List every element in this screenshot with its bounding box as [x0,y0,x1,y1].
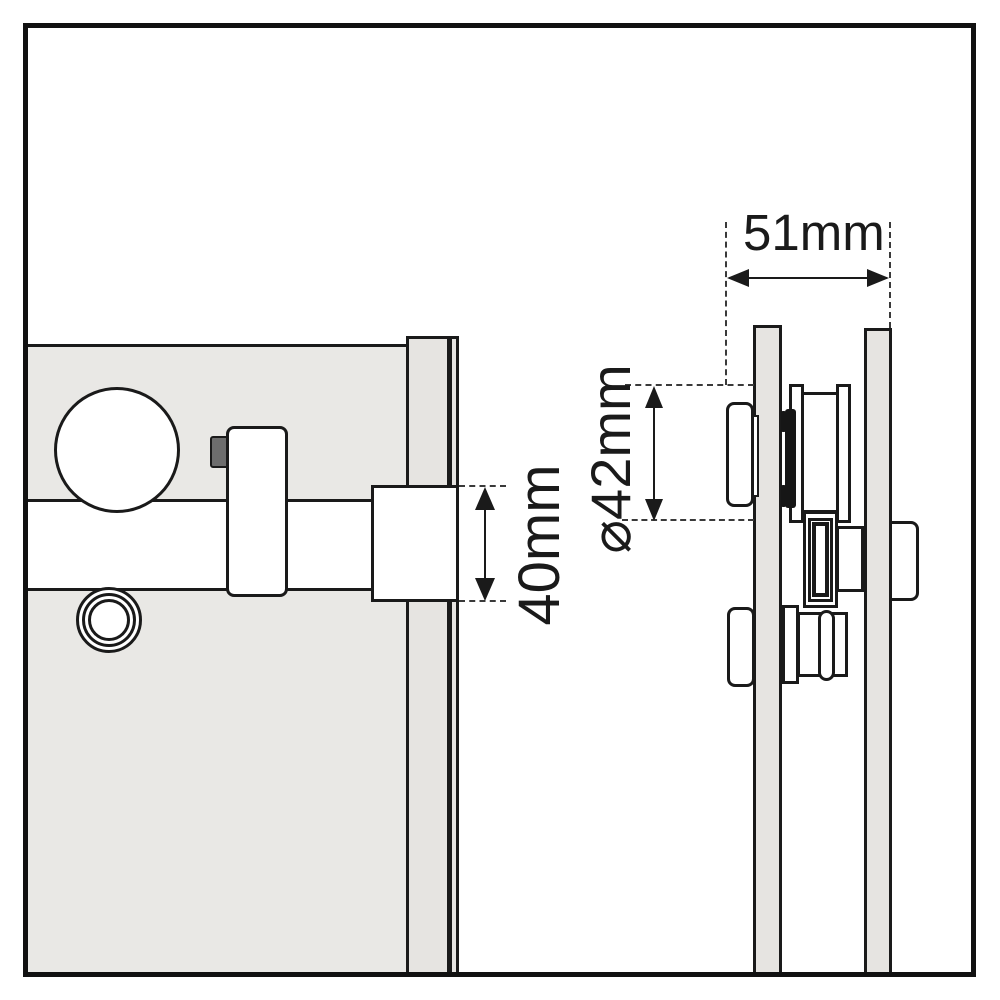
dim-51mm-arrowhead-right [867,269,889,287]
front-view-rail-band [28,499,408,591]
front-view-jamb-strip-narrow [449,336,459,973]
dim-42mm-arrow-line [653,392,655,517]
dim-40mm-arrowhead-up [475,487,495,510]
front-view-guide-ring-inner [88,599,130,641]
side-view-lower-pin-capsule [818,610,835,681]
front-view-jamb-strip-wide [406,336,450,973]
side-view-strap-spacer-block [836,526,864,592]
dim-40mm-extension-line-top [459,485,506,487]
dim-42mm-arrowhead-up [645,386,663,408]
dim-40mm-arrowhead-down [475,578,495,601]
side-view-groove-step-bottom [781,485,786,507]
dim-51mm-arrowhead-left [727,269,749,287]
front-view-roller-wheel [54,387,180,513]
side-view-wall-strip [864,328,892,973]
side-view-wheel-hub [801,392,840,513]
side-view-lower-end-cap [727,607,755,687]
dim-40mm-extension-line-bottom [459,600,506,602]
dim-42mm-arrowhead-down [645,499,663,521]
side-view-wheel-flange-right [836,384,851,523]
side-view-hanger-strap-slot [812,522,829,597]
side-view-groove-step-top [781,411,786,432]
dim-42mm-extension-line-top [625,384,754,386]
front-view-hanger-bracket [226,426,288,597]
dim-51mm-extension-line-left [725,222,727,385]
front-view-rail-end-block [371,485,459,602]
dim-51mm-label: 51mm [743,204,885,261]
dim-40mm-arrow-line [484,505,486,585]
front-view-guide-ring-middle [82,593,136,647]
side-view-wheel-groove [785,409,796,508]
dim-40mm-label: 40mm [507,464,572,626]
dim-42mm-extension-line-bottom [622,519,754,521]
dim-51mm-extension-line-right [889,222,891,328]
side-view-end-cap [726,402,754,507]
dim-42mm-label: ⌀42mm [579,364,642,554]
side-view-wall-mount-block [889,521,919,601]
dim-51mm-arrow-line [729,277,887,279]
